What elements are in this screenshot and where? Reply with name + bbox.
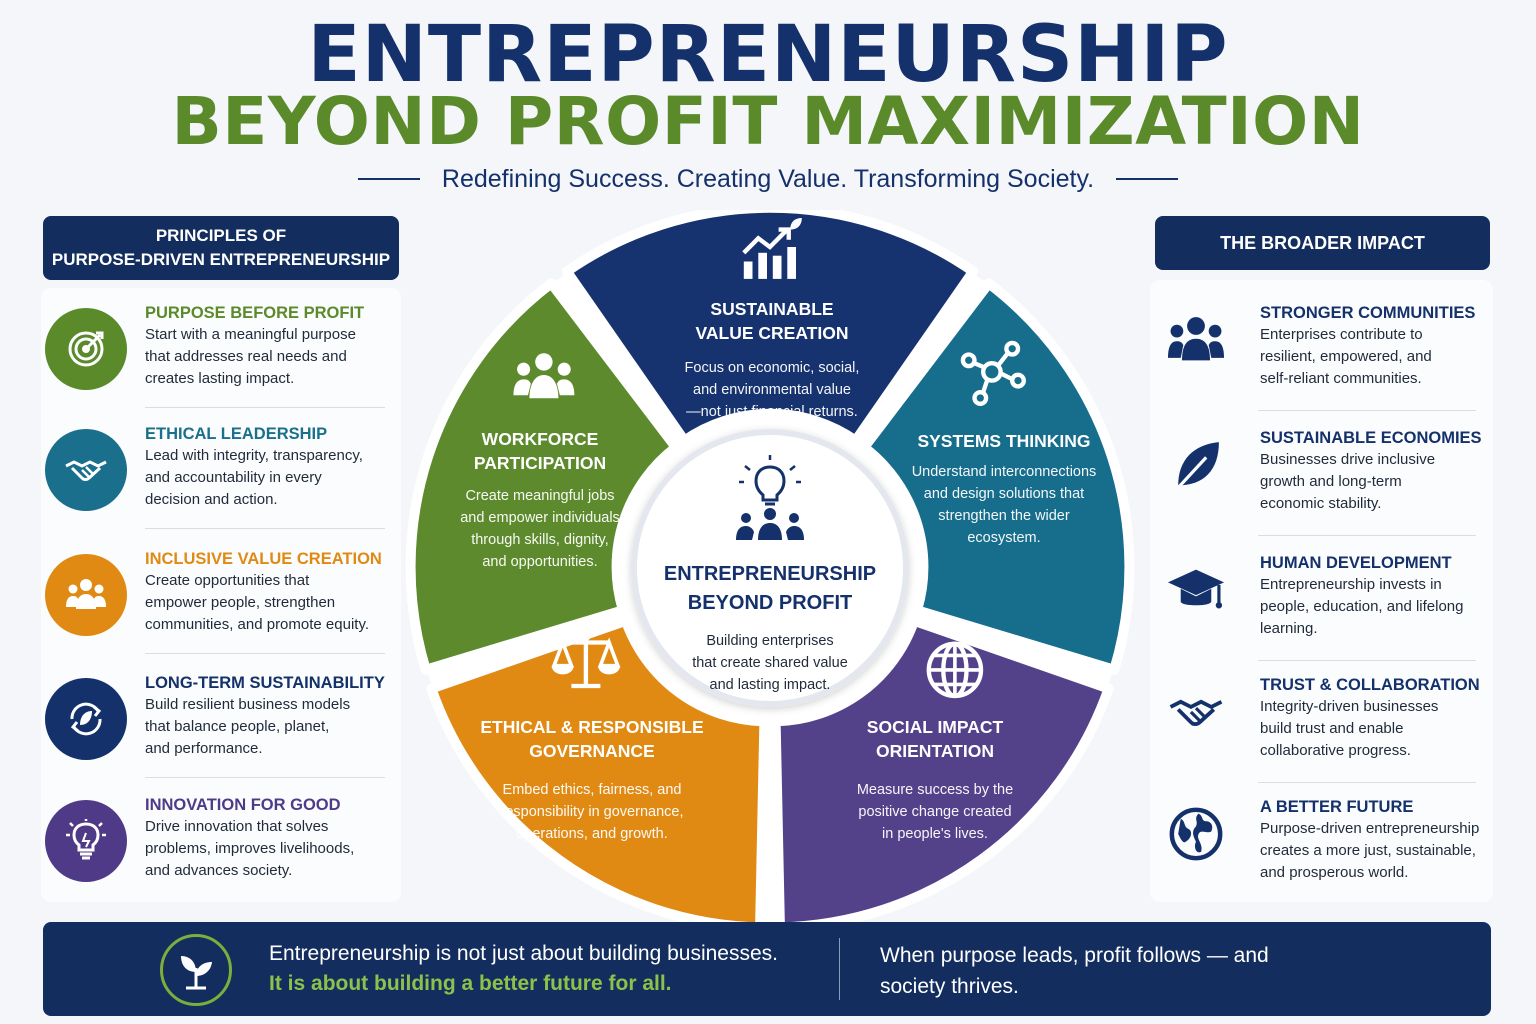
globe-icon — [926, 641, 984, 699]
principle-item: PURPOSE BEFORE PROFIT Start with a meani… — [41, 300, 401, 410]
impact-item: SUSTAINABLE ECONOMIES Businesses drive i… — [1150, 427, 1490, 527]
impact-divider — [1258, 535, 1476, 536]
tagline-rule-right — [1116, 178, 1179, 180]
footer-line1: Entrepreneurship is not just about build… — [269, 942, 778, 965]
scales-icon — [551, 632, 621, 689]
impact-header: THE BROADER IMPACT — [1155, 216, 1490, 270]
principle-title: LONG-TERM SUSTAINABILITY — [145, 674, 385, 692]
network-icon — [960, 340, 1026, 406]
impact-item: TRUST & COLLABORATION Integrity-driven b… — [1150, 674, 1490, 774]
principle-title: PURPOSE BEFORE PROFIT — [145, 304, 365, 322]
principles-header: PRINCIPLES OF PURPOSE-DRIVEN ENTREPRENEU… — [43, 216, 399, 280]
impact-item: STRONGER COMMUNITIES Enterprises contrib… — [1150, 302, 1490, 402]
principles-panel: PURPOSE BEFORE PROFIT Start with a meani… — [41, 288, 401, 902]
wheel-segment-5 — [405, 278, 681, 675]
principle-title: INCLUSIVE VALUE CREATION — [145, 550, 382, 568]
principle-item: INCLUSIVE VALUE CREATION Create opportun… — [41, 546, 401, 656]
principles-header-line1: PRINCIPLES OF — [155, 226, 287, 245]
principle-desc: Lead with integrity, transparency,and ac… — [145, 447, 363, 508]
principle-divider — [145, 407, 385, 408]
people-icon — [45, 554, 127, 636]
wheel-segment-2 — [859, 278, 1135, 675]
impact-divider — [1258, 782, 1476, 783]
handshake-icon — [45, 429, 127, 511]
wheel-segment-4 — [426, 615, 770, 926]
principle-item: ETHICAL LEADERSHIP Lead with integrity, … — [41, 421, 401, 531]
graduation-cap-icon — [1164, 558, 1228, 622]
leaf-cycle-icon — [45, 678, 127, 760]
impact-divider — [1258, 660, 1476, 661]
footer-line2: It is about building a better future for… — [269, 972, 672, 995]
footer-quote: When purpose leads, profit follows — and… — [880, 944, 1269, 998]
impact-item: A BETTER FUTURE Purpose-driven entrepren… — [1150, 796, 1490, 896]
sprout-icon — [160, 934, 232, 1006]
impact-header-label: THE BROADER IMPACT — [1220, 233, 1425, 253]
page-subtitle: BEYOND PROFIT MAXIMIZATION — [171, 83, 1365, 160]
wheel-segment-1 — [561, 210, 979, 446]
impact-title: TRUST & COLLABORATION — [1260, 676, 1480, 694]
earth-icon — [1164, 802, 1228, 866]
tagline-row: Redefining Success. Creating Value. Tran… — [0, 162, 1536, 196]
principle-item: LONG-TERM SUSTAINABILITY Build resilient… — [41, 670, 401, 780]
leaf-icon — [1164, 433, 1228, 497]
team-icon — [513, 353, 575, 399]
target-icon — [45, 308, 127, 390]
segment-desc: Focus on economic, social,and environmen… — [684, 360, 860, 420]
handshake-icon — [1164, 680, 1228, 744]
principle-title: ETHICAL LEADERSHIP — [145, 425, 328, 443]
wheel-center-desc: Building enterprises that create shared … — [692, 633, 848, 693]
segment-title: SYSTEMS THINKING — [917, 431, 1091, 451]
tagline-rule-left — [357, 178, 420, 180]
impact-divider — [1258, 410, 1476, 411]
wheel-diagram — [405, 210, 1135, 926]
impact-item: HUMAN DEVELOPMENT Entrepreneurship inves… — [1150, 552, 1490, 652]
impact-title: A BETTER FUTURE — [1260, 798, 1414, 816]
impact-title: STRONGER COMMUNITIES — [1260, 304, 1476, 322]
principle-divider — [145, 653, 385, 654]
growth-chart-icon — [742, 218, 802, 279]
community-icon — [1164, 308, 1228, 372]
principle-item: INNOVATION FOR GOOD Drive innovation tha… — [41, 792, 401, 902]
lightbulb-icon — [45, 800, 127, 882]
impact-title: SUSTAINABLE ECONOMIES — [1260, 429, 1482, 447]
center-idea-icon — [736, 455, 804, 540]
segment-systems-thinking: SYSTEMS THINKING Understand interconnect… — [894, 429, 1114, 549]
principle-divider — [145, 528, 385, 529]
page-title: ENTREPRENEURSHIP — [307, 10, 1229, 100]
principle-divider — [145, 777, 385, 778]
footer-divider — [839, 938, 840, 1000]
footer-banner: Entrepreneurship is not just about build… — [43, 922, 1491, 1016]
tagline: Redefining Success. Creating Value. Tran… — [441, 164, 1095, 193]
principles-header-line2: PURPOSE-DRIVEN ENTREPRENEURSHIP — [51, 250, 391, 269]
wheel-center-circle — [631, 429, 909, 707]
principle-title: INNOVATION FOR GOOD — [145, 796, 341, 814]
impact-panel: STRONGER COMMUNITIES Enterprises contrib… — [1150, 280, 1493, 902]
wheel-center-title: ENTREPRENEURSHIP BEYOND PROFIT — [663, 563, 877, 614]
impact-title: HUMAN DEVELOPMENT — [1260, 554, 1452, 572]
